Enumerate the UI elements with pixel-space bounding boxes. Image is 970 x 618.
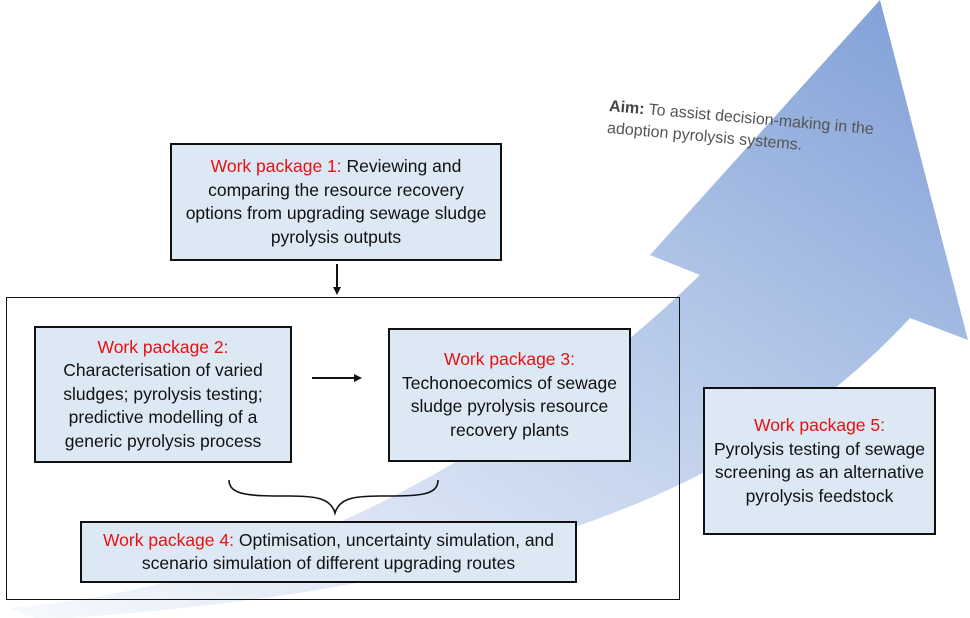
work-package-2-box: Work package 2: Characterisation of vari…: [34, 326, 292, 463]
work-package-2-text: Characterisation of varied sludges; pyro…: [63, 360, 263, 451]
work-package-3-box: Work package 3: Techonoecomics of sewage…: [388, 328, 631, 462]
work-package-1-title: Work package 1:: [210, 156, 342, 176]
work-package-4-box: Work package 4: Optimisation, uncertaint…: [80, 521, 577, 583]
upward-arrow-shape: [8, 0, 968, 618]
work-package-1-box: Work package 1: Reviewing and comparing …: [170, 143, 502, 261]
work-package-3-title: Work package 3:: [444, 349, 575, 369]
work-package-3-text: Techonoecomics of sewage sludge pyrolysi…: [402, 372, 617, 440]
curly-brace: [228, 479, 439, 516]
work-package-4-title: Work package 4:: [102, 529, 234, 550]
work-package-group-frame: [6, 297, 680, 600]
work-package-5-box: Work package 5: Pyrolysis testing of sew…: [703, 387, 936, 535]
work-package-4-text: Optimisation, uncertainty simulation, an…: [141, 529, 555, 574]
work-package-1-text: Reviewing and comparing the resource rec…: [185, 156, 487, 247]
work-package-5-text: Pyrolysis testing of sewage screening as…: [713, 438, 926, 506]
work-package-2-title: Work package 2:: [97, 336, 229, 357]
work-package-5-title: Work package 5:: [754, 415, 885, 435]
